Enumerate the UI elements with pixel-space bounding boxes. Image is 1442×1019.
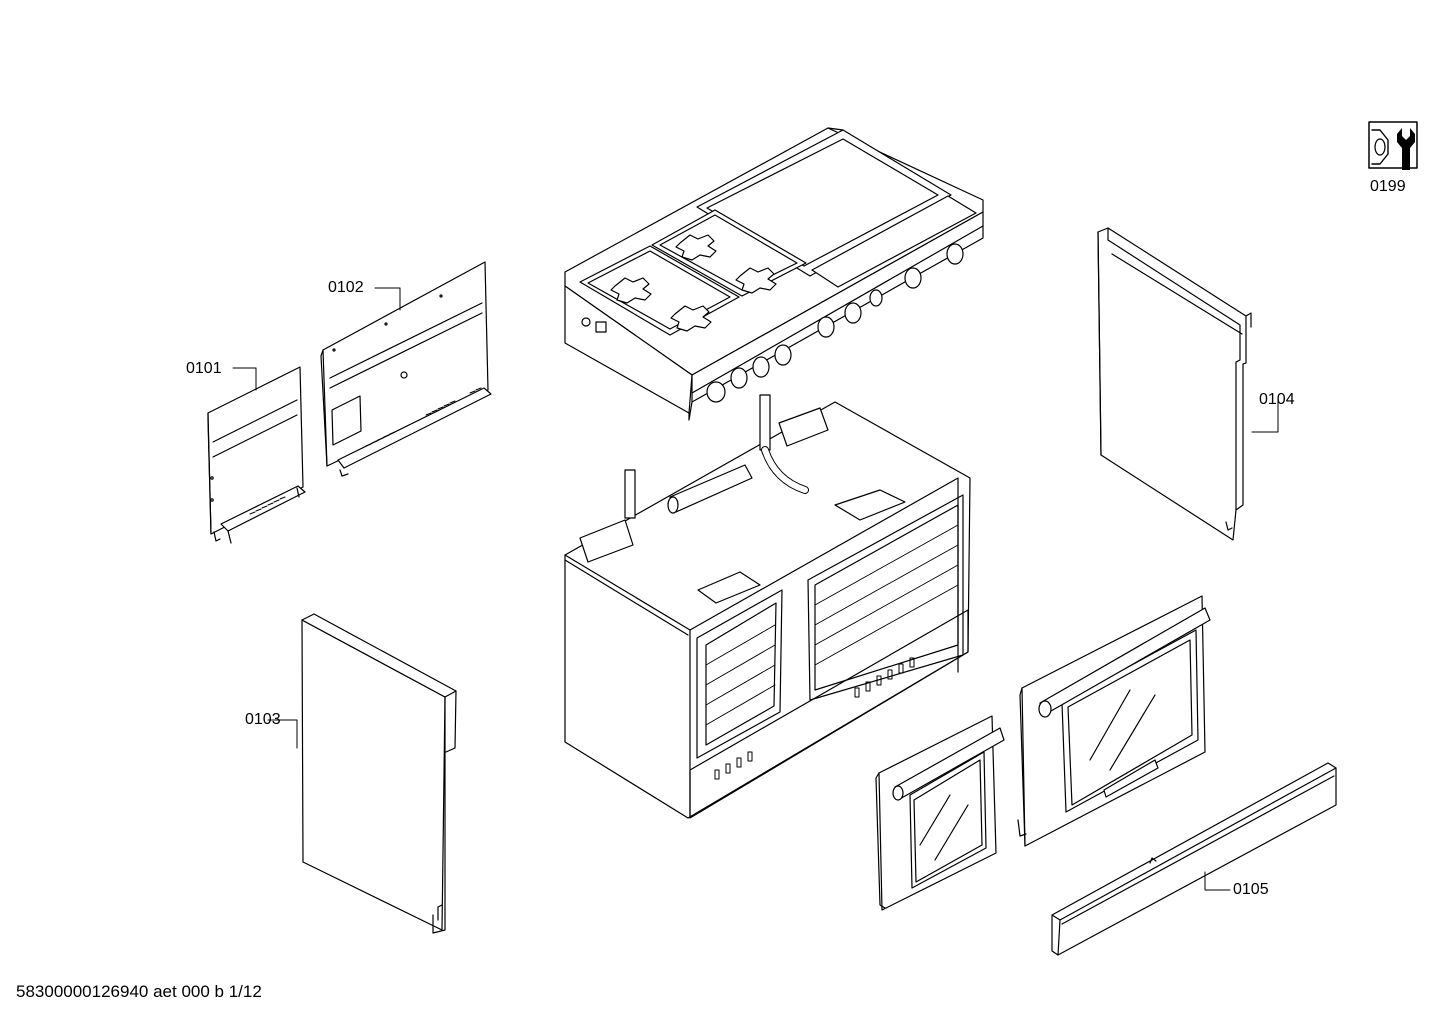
- part-label-0101: 0101: [186, 360, 222, 377]
- part-label-0103: 0103: [245, 711, 281, 728]
- side-panel-left[interactable]: [301, 613, 457, 934]
- oven-door-small[interactable]: [875, 715, 1005, 911]
- leader-lines: [232, 287, 1279, 891]
- oven-door-large[interactable]: [1017, 595, 1211, 847]
- part-label-0105: 0105: [1233, 881, 1269, 898]
- control-knob: [706, 243, 964, 403]
- rear-panel-large[interactable]: [320, 261, 492, 477]
- part-label-0102: 0102: [328, 279, 364, 296]
- wrench-service-icon: [1368, 121, 1418, 170]
- kick-panel[interactable]: [1051, 762, 1337, 956]
- part-label-0104: 0104: [1259, 391, 1295, 408]
- side-panel-right[interactable]: [1097, 227, 1252, 541]
- document-id: 58300000126940 aet 000 b 1/12: [16, 982, 262, 1001]
- part-label-0199: 0199: [1370, 178, 1406, 195]
- cooktop-assembly[interactable]: [564, 127, 984, 421]
- range-body[interactable]: [564, 394, 971, 819]
- burner-grate: [610, 234, 777, 332]
- rear-panel-small[interactable]: [207, 366, 306, 544]
